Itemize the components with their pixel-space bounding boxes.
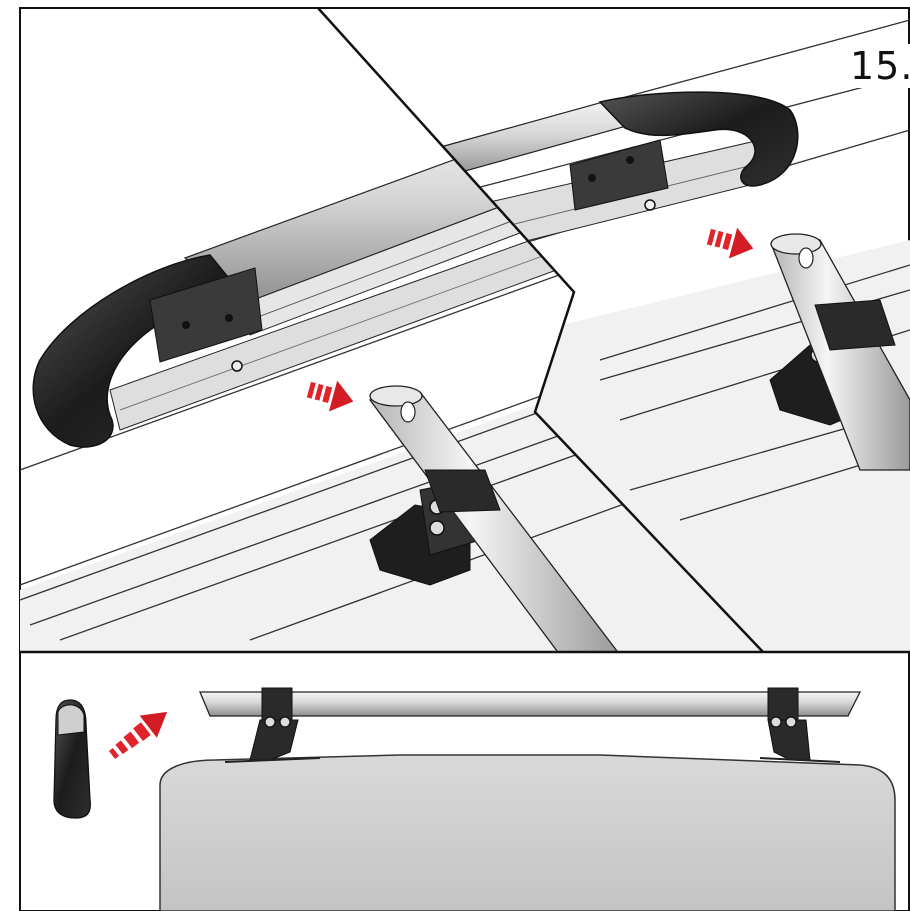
crossbar-leg-right bbox=[770, 233, 910, 471]
rail-clamp-right bbox=[767, 687, 799, 721]
bolt bbox=[225, 314, 233, 322]
end-cap-right bbox=[598, 91, 799, 187]
crossbar-leg-left bbox=[368, 385, 622, 652]
overview-panel bbox=[53, 687, 896, 911]
bracket-plate-right bbox=[569, 139, 669, 211]
bolt bbox=[182, 321, 190, 329]
roof-rail-overview bbox=[199, 691, 862, 717]
bracket-plate-left bbox=[149, 267, 263, 363]
bolt bbox=[231, 360, 243, 372]
bolt bbox=[588, 174, 596, 182]
red-dashed-arrow-icon bbox=[108, 711, 168, 759]
bolt bbox=[644, 199, 656, 211]
vehicle-roof bbox=[159, 754, 896, 911]
detail-separator bbox=[317, 7, 764, 653]
red-push-arrow-icon bbox=[706, 227, 754, 259]
bolt bbox=[626, 156, 634, 164]
red-push-arrow-icon bbox=[306, 380, 354, 412]
step-number: 15. bbox=[848, 44, 910, 88]
rail-clamp-left bbox=[261, 687, 293, 721]
